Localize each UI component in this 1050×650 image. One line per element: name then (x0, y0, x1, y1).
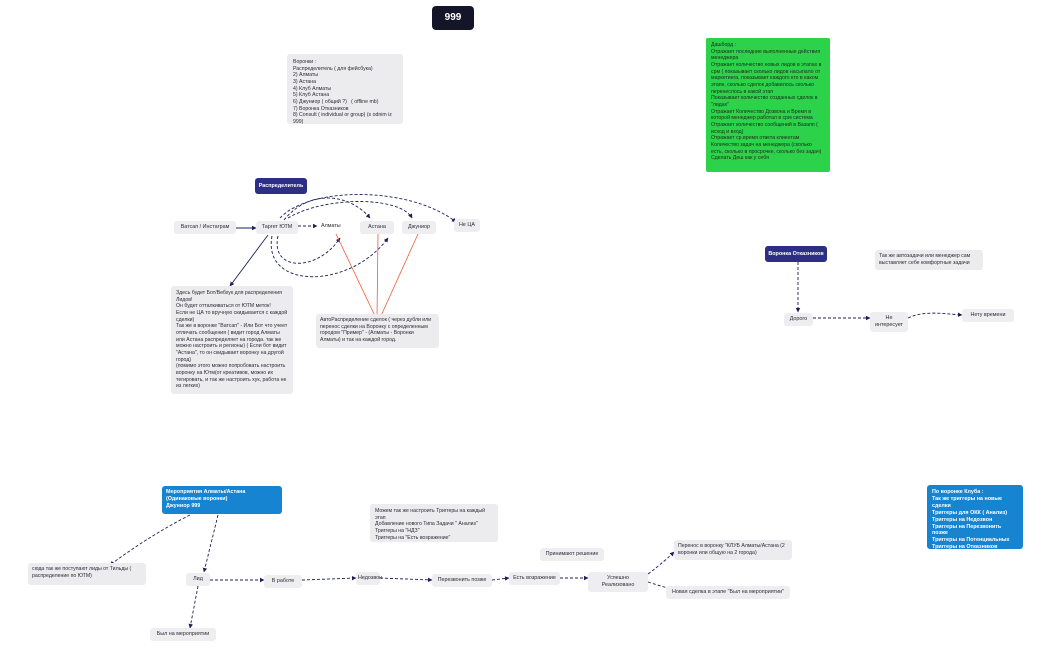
target-utm-node: Таргет ЮТМ (256, 221, 298, 234)
not-interested-node: Не интересует (870, 312, 908, 332)
astana-node: Астана (360, 221, 394, 234)
junior-node: Джуниор (402, 221, 436, 234)
edge-target-to-not-ta (279, 194, 457, 223)
stage-success: Успешно Реализовано (588, 572, 648, 592)
edge-astana-to-auto-dist (375, 233, 380, 319)
not-ta-node: Не ЦА (454, 219, 480, 232)
expensive-node: Дорого (784, 313, 813, 326)
triggers-note: Можем так же настроить Триггеры на кажды… (370, 504, 498, 542)
funnels-list-card: Воронки : Распределитель ( для фейсбука)… (287, 54, 403, 125)
bot-webhook-note: Здесь будет Бот/Вебхук для распределения… (171, 286, 293, 394)
stage-attended: Был на мероприятии (150, 628, 216, 641)
events-funnel-header: Мероприятия Алматы/Астана (Одинаковые во… (162, 486, 282, 514)
club-triggers-card: По воронке Клуба : Так же триггеры на но… (927, 485, 1023, 557)
edge-almaty-to-auto-dist (335, 233, 377, 319)
edge-target-loop-2 (270, 235, 389, 278)
edge-events-to-tilda (109, 514, 191, 566)
edge-success-to-transfer (647, 551, 675, 575)
edge-target-to-astana (283, 197, 371, 221)
whatsapp-instagram-node: Ватсап / Инстаграм (174, 221, 236, 234)
auto-tasks-note: Так же автозадачи или менеджер сам выста… (875, 250, 983, 270)
edge-not-interested-to-no-time (907, 312, 963, 319)
stage-deciding: Принимают решение (540, 548, 604, 561)
new-deal-node: Новая сделка в этапе "Был на мероприятии… (666, 586, 790, 599)
dashboard-card: Дашборд : Отражает последние выполненные… (706, 38, 830, 172)
almaty-node: Алматы (321, 223, 341, 229)
board-title: 999 (432, 6, 474, 30)
edge-in-progress-to-no-answer (301, 575, 357, 581)
stage-objection: Есть возражение (509, 572, 560, 585)
edge-target-loop-1 (276, 235, 341, 264)
distributor-header: Распределитель (255, 178, 307, 194)
edge-lead-to-attended (188, 585, 199, 629)
edge-events-to-lead (202, 514, 219, 573)
tilda-leads-note: сюда так же поступают лиды от Тильды ( р… (28, 563, 146, 585)
stage-no-answer: Недозвон (356, 572, 382, 585)
edge-junior-to-auto-dist (379, 233, 419, 319)
edge-no-answer-to-call-later (379, 577, 433, 583)
auto-distribution-note: АвтоРаспределение сделок ( через дубли и… (316, 314, 439, 348)
stage-lead: Лид (186, 573, 210, 586)
stage-call-later: Перезвонить позже (432, 574, 492, 587)
transfer-to-club-node: Перенос в воронку "КЛУБ Алматы/Астана (2… (674, 540, 792, 560)
edge-call-later-to-objection (491, 576, 510, 581)
no-time-node: Нету времени (962, 309, 1014, 322)
edge-target-to-bot-note (229, 234, 269, 287)
stage-in-progress: В работе (264, 575, 302, 588)
edge-target-to-junior (287, 201, 413, 219)
refusals-funnel-header: Воронка Отказников (765, 246, 827, 262)
